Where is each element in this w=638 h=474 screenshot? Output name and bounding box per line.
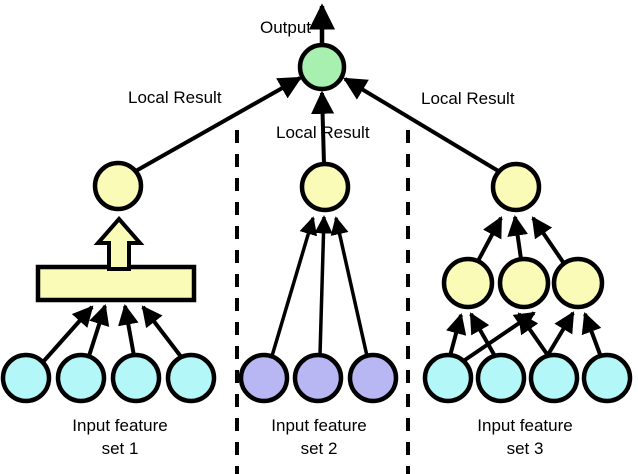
input-set-1-label-line1: Input feature [72, 416, 168, 435]
input-set-1-label-line2: set 1 [101, 439, 139, 458]
edge-hidden-1-to-local-right [476, 216, 503, 262]
input2-node-3[interactable] [347, 352, 399, 404]
edge-local-middle-to-output [310, 90, 335, 165]
edge-input1-3-to-bar [118, 303, 139, 357]
edge-input2-2-to-local [314, 215, 333, 356]
edge-input1-2-to-bar [87, 304, 110, 357]
edge-input2-3-to-local [330, 216, 369, 357]
edge-input1-4-to-bar [141, 305, 184, 360]
input2-node-2[interactable] [292, 352, 344, 404]
local-result-label-right: Local Result [421, 89, 515, 108]
local-node-right[interactable] [490, 161, 542, 213]
edge-local-right-to-output [343, 77, 502, 174]
edge-hidden-2-to-local-right [507, 214, 528, 260]
input-set-2-label-line1: Input feature [271, 416, 367, 435]
edge-local-left-to-output [133, 76, 303, 174]
output-node[interactable] [297, 42, 347, 92]
input-set-3-label-line1: Input feature [477, 416, 573, 435]
hidden-node-right-2[interactable] [497, 256, 551, 310]
input3-node-2[interactable] [475, 352, 527, 404]
input1-node-3[interactable] [110, 352, 162, 404]
edge-input1-1-to-bar [41, 305, 94, 364]
input1-node-4[interactable] [165, 352, 217, 404]
hidden-node-right-3[interactable] [551, 256, 605, 310]
input2-node-1[interactable] [238, 352, 290, 404]
input1-node-1[interactable] [0, 352, 52, 404]
local-node-middle[interactable] [299, 161, 351, 213]
block-arrow-left [93, 215, 145, 271]
local-result-label-middle: Local Result [276, 123, 370, 142]
local-node-left[interactable] [92, 160, 144, 212]
input3-node-3[interactable] [528, 352, 580, 404]
input3-node-4[interactable] [581, 352, 633, 404]
hidden-node-right-1[interactable] [441, 256, 495, 310]
edge-input3-4-to-hidden-3 [581, 312, 603, 358]
edge-hidden-3-to-local-right [531, 216, 565, 264]
aggregation-bar-left [35, 264, 197, 303]
input-set-3-label-line2: set 3 [506, 439, 544, 458]
input3-node-1[interactable] [422, 352, 474, 404]
local-result-label-left: Local Result [128, 88, 222, 107]
edge-input3-3-to-hidden-2 [517, 312, 551, 359]
edge-input3-1-to-hidden-1 [446, 312, 467, 357]
output-label: Output [260, 18, 312, 37]
input-set-2-label-line2: set 2 [300, 439, 338, 458]
edge-input3-2-to-hidden-1 [469, 312, 498, 359]
input1-node-2[interactable] [55, 352, 107, 404]
edge-input2-1-to-local [270, 216, 318, 357]
